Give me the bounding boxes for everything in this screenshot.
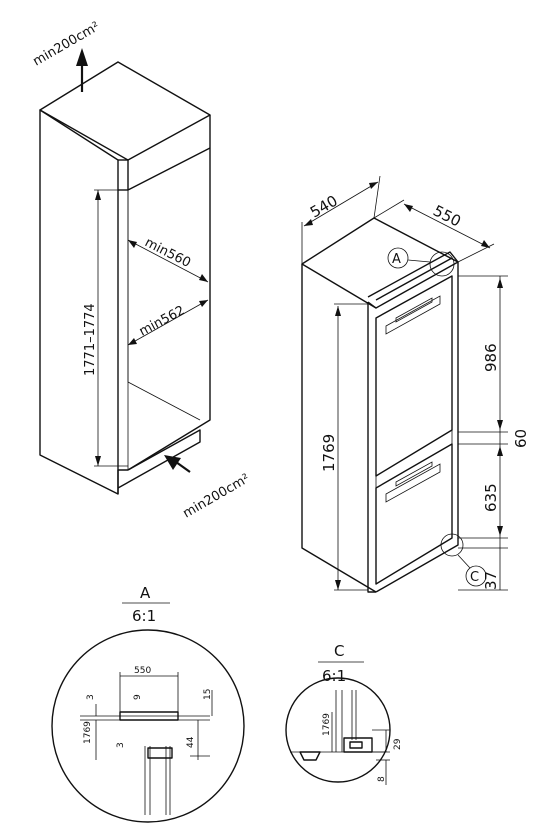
dim-width-540-label: 540 bbox=[307, 192, 341, 222]
dim-right-stack bbox=[458, 275, 508, 591]
detail-a-dim-1769: 1769 bbox=[83, 721, 93, 744]
dim-lower-door-label: 635 bbox=[482, 483, 500, 512]
callout-c-label: C bbox=[470, 570, 479, 585]
dim-upper-door-label: 986 bbox=[482, 343, 500, 372]
detail-a-scale: 6:1 bbox=[132, 607, 156, 625]
detail-c-dim-8: 8 bbox=[377, 776, 387, 782]
dim-height-range bbox=[94, 189, 128, 467]
dim-depth-550 bbox=[373, 199, 495, 263]
callout-c bbox=[440, 533, 487, 587]
appliance-body bbox=[301, 217, 459, 593]
dim-width-540 bbox=[301, 175, 381, 264]
detail-a-dim-9: 9 bbox=[133, 694, 143, 700]
callout-a-label: A bbox=[392, 252, 401, 267]
detail-a-title: A bbox=[140, 584, 151, 602]
dim-height-1769 bbox=[334, 303, 368, 591]
detail-c-scale: 6:1 bbox=[322, 667, 346, 685]
detail-a-dim-44: 44 bbox=[186, 736, 196, 748]
dim-width-upper-label: min560 bbox=[142, 235, 193, 271]
dim-gap-label: 60 bbox=[512, 429, 530, 448]
callout-a bbox=[387, 247, 455, 277]
vent-top-arrow-icon bbox=[76, 48, 88, 92]
detail-c-dim-1769: 1769 bbox=[322, 713, 332, 736]
vent-bottom-arrow-icon bbox=[164, 455, 191, 473]
detail-a-dim-15: 15 bbox=[203, 689, 213, 700]
dim-base-label: 37 bbox=[482, 571, 500, 590]
detail-a-dim-3-bottom: 3 bbox=[116, 742, 126, 748]
cabinet-niche bbox=[39, 61, 211, 495]
dim-width-upper bbox=[127, 239, 209, 283]
dim-height-range-label: 1771–1774 bbox=[83, 303, 98, 376]
detail-a-dim-550: 550 bbox=[134, 666, 151, 676]
detail-a-dim-3-top: 3 bbox=[86, 694, 96, 700]
dim-height-1769-label: 1769 bbox=[320, 434, 338, 472]
detail-a-circle bbox=[51, 629, 245, 823]
detail-c-circle bbox=[285, 677, 391, 785]
detail-c-title: C bbox=[334, 642, 344, 660]
dim-width-lower-label: min562 bbox=[137, 303, 188, 339]
vent-top-label: min200cm² bbox=[31, 19, 103, 69]
vent-bottom-label: min200cm² bbox=[181, 471, 253, 521]
detail-c-dim-29: 29 bbox=[393, 738, 403, 750]
dim-width-lower bbox=[127, 299, 209, 346]
